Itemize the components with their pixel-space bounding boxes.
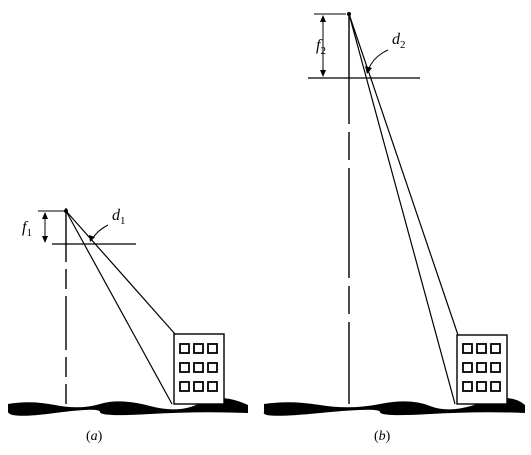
caption-a: a <box>91 429 98 444</box>
d-arrowhead-b <box>365 66 372 74</box>
svg-text:f2: f2 <box>316 37 326 57</box>
focal-length-subscript-b: 2 <box>320 45 326 57</box>
d-leader-b <box>367 49 389 71</box>
svg-text:(a): (a) <box>86 429 103 444</box>
svg-text:f1: f1 <box>22 219 32 239</box>
building-b <box>456 334 508 405</box>
building-a <box>173 333 225 405</box>
ground-b <box>263 397 525 416</box>
ray-to-building-base-a <box>65 210 173 405</box>
svg-text:d2: d2 <box>392 31 406 51</box>
svg-text:d1: d1 <box>112 207 126 227</box>
ray-to-building-top-b <box>348 13 459 336</box>
image-size-subscript-b: 2 <box>400 39 406 51</box>
ray-to-building-base-b <box>348 13 456 405</box>
ray-to-building-top-a <box>65 210 176 335</box>
focal-length-dimension-b <box>314 13 346 77</box>
panel-b: f2 d2 (b) <box>263 12 525 444</box>
image-size-subscript-a: 1 <box>120 215 126 227</box>
focal-length-label-a: f <box>22 219 29 236</box>
focal-length-dimension-a <box>38 210 64 243</box>
d-arrowhead-a <box>89 235 95 242</box>
caption-b: b <box>379 429 386 444</box>
ground-a <box>8 397 248 416</box>
focal-length-label-b: f <box>316 37 323 54</box>
panel-a: f1 d1 (a) <box>8 207 248 444</box>
svg-text:(b): (b) <box>374 429 391 444</box>
image-size-label-a: d <box>112 207 121 224</box>
image-size-label-b: d <box>392 31 401 48</box>
focal-length-subscript-a: 1 <box>26 227 32 239</box>
